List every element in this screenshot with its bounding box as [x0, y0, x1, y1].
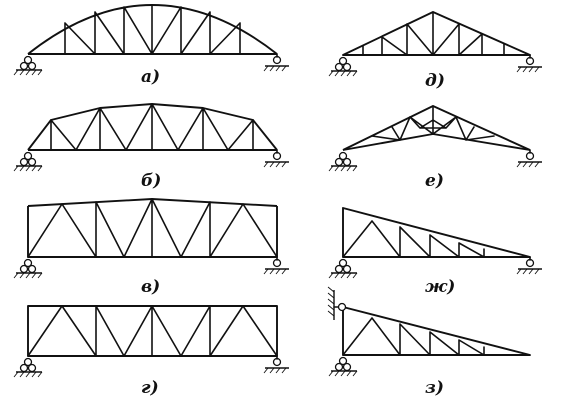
truss-zh-mono-pitch: ж) — [328, 207, 542, 297]
truss-d-chords — [342, 11, 531, 56]
caption-b: б) — [141, 171, 161, 191]
truss-d-left-support-icon — [328, 56, 358, 77]
truss-z-web-members — [342, 317, 485, 356]
truss-z-chords — [342, 306, 531, 356]
truss-v-low-slope: в) — [13, 198, 289, 297]
caption-e: е) — [425, 171, 444, 191]
truss-d-triangular: д) — [328, 11, 542, 91]
caption-v: в) — [141, 277, 160, 297]
truss-d-web-members — [362, 11, 505, 56]
truss-g-right-support-icon — [263, 355, 289, 374]
truss-a-segmental-arch: а) — [13, 4, 289, 87]
truss-z-wall-cantilever: з) — [327, 286, 531, 398]
truss-v-left-support-icon — [13, 258, 43, 279]
truss-zh-right-support-icon — [516, 256, 542, 275]
truss-b-left-support-icon — [13, 151, 43, 172]
truss-b-right-support-icon — [263, 149, 289, 168]
truss-zh-chords — [342, 207, 531, 258]
caption-g: г) — [141, 378, 159, 398]
truss-e-web-members — [371, 105, 495, 141]
truss-zh-left-support-icon — [328, 258, 358, 279]
truss-zh-web-members — [342, 220, 485, 258]
caption-d: д) — [425, 71, 445, 91]
truss-a-web-members — [64, 5, 241, 55]
truss-a-left-support-icon — [13, 55, 43, 76]
truss-z-wall-support-icon — [327, 286, 347, 320]
truss-g-parallel-chord: г) — [13, 305, 289, 398]
caption-a: а) — [141, 67, 160, 87]
truss-b-web-members — [50, 103, 254, 151]
truss-e-right-support-icon — [516, 149, 542, 168]
truss-b-polygonal: б) — [13, 103, 289, 191]
truss-a-right-support-icon — [263, 53, 289, 72]
truss-g-web-members — [27, 305, 278, 357]
truss-z-bottom-support-icon — [328, 356, 358, 377]
truss-v-right-support-icon — [263, 256, 289, 275]
truss-a-top-chord — [27, 4, 278, 55]
truss-e-left-support-icon — [328, 151, 358, 172]
truss-v-web-members — [27, 198, 278, 258]
caption-zh: ж) — [425, 277, 455, 297]
truss-d-right-support-icon — [516, 54, 542, 73]
truss-g-left-support-icon — [13, 357, 43, 378]
caption-z: з) — [425, 378, 444, 398]
truss-e-raised-bottom-chord: е) — [328, 105, 542, 191]
